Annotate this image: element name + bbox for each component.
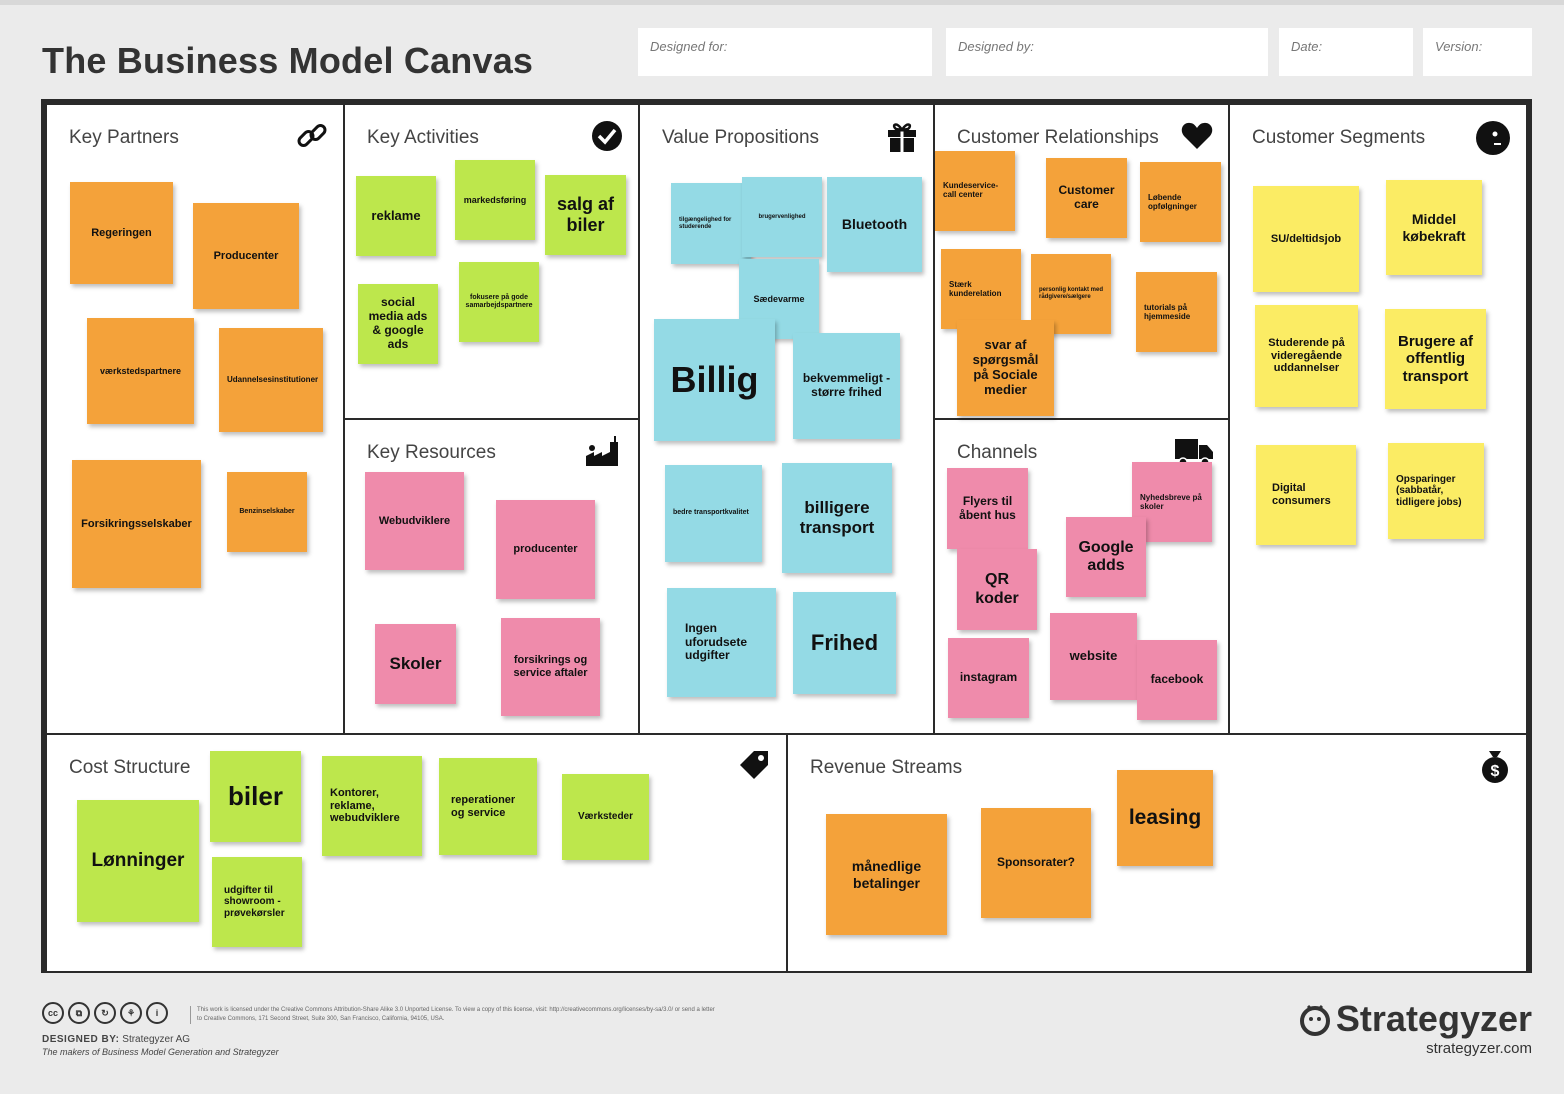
note-maanedlige-betalinger[interactable]: månedlige betalinger (826, 814, 947, 935)
note-tutorials[interactable]: tutorials på hjemmeside (1136, 272, 1217, 352)
checkmark-icon (592, 121, 622, 151)
cc-copy-icon: ⧉ (68, 1002, 90, 1024)
key-resources-title: Key Resources (367, 442, 496, 463)
channels-title: Channels (957, 442, 1038, 463)
designed-by-label: Designed by: (958, 39, 1034, 54)
note-google-adds[interactable]: Google adds (1066, 517, 1146, 597)
note-billigere-transport[interactable]: billigere transport (782, 463, 892, 573)
note-vaerkstedspartnere[interactable]: værkstedspartnere (87, 318, 194, 424)
customer-relationships-title: Customer Relationships (957, 127, 1159, 148)
note-kundeservice[interactable]: Kundeservice- call center (935, 151, 1015, 231)
note-bluetooth[interactable]: Bluetooth (827, 177, 922, 272)
designed-for-field[interactable]: Designed for: (638, 28, 932, 76)
tag-icon (740, 751, 768, 779)
note-biler[interactable]: biler (210, 751, 301, 842)
note-loenninger[interactable]: Lønninger (77, 800, 199, 922)
designed-for-label: Designed for: (650, 39, 728, 54)
note-webudviklere[interactable]: Webudviklere (365, 472, 464, 570)
note-forsikrings-service[interactable]: forsikrings og service aftaler (501, 618, 600, 716)
designed-by-field[interactable]: Designed by: (946, 28, 1268, 76)
note-udannelsesinstitutioner[interactable]: Udannelsesinstitutioner (219, 328, 323, 432)
cost-structure-title: Cost Structure (69, 757, 191, 778)
note-forsikringsselskaber[interactable]: Forsikringsselskaber (72, 460, 201, 588)
note-brugere-offentlig-transport[interactable]: Brugere af offentlig transport (1385, 309, 1486, 409)
note-social-media-ads[interactable]: social media ads & google ads (358, 284, 438, 364)
makers-tagline: The makers of Business Model Generation … (42, 1047, 279, 1057)
cc-attribution-icon: i (146, 1002, 168, 1024)
money-bag-icon: $ (1482, 751, 1508, 783)
note-instagram[interactable]: instagram (948, 638, 1029, 718)
note-skoler[interactable]: Skoler (375, 624, 456, 704)
note-vaerksteder[interactable]: Værksteder (562, 774, 649, 860)
strategyzer-logo: Strategyzer (1298, 998, 1532, 1040)
cc-icon: cc (42, 1002, 64, 1024)
note-kontorer[interactable]: Kontorer, reklame, webudviklere (322, 756, 422, 856)
key-activities-title: Key Activities (367, 127, 479, 148)
page-title: The Business Model Canvas (42, 40, 534, 81)
note-staerk-kunderelation[interactable]: Stærk kunderelation (941, 249, 1021, 329)
note-udgifter-showroom[interactable]: udgifter til showroom - prøvekørsler (212, 857, 302, 947)
license-text: This work is licensed under the Creative… (190, 1006, 717, 1024)
note-su-deltidsjob[interactable]: SU/deltidsjob (1253, 186, 1359, 292)
note-sponsorater[interactable]: Sponsorater? (981, 808, 1091, 918)
creative-commons-icons: cc ⧉ ↻ ⚘ i (42, 1002, 168, 1024)
cc-share-icon: ⚘ (120, 1002, 142, 1024)
note-digital-consumers[interactable]: Digital consumers (1256, 445, 1356, 545)
note-salg-af-biler[interactable]: salg af biler (545, 175, 626, 255)
designed-by-credit-label: DESIGNED BY: (42, 1034, 120, 1045)
note-qr-koder[interactable]: QR koder (957, 549, 1037, 630)
note-markedsfoering[interactable]: markedsføring (455, 160, 535, 240)
note-ingen-uforudsete-udgifter[interactable]: Ingen uforudsete udgifter (667, 588, 776, 697)
note-facebook[interactable]: facebook (1137, 640, 1217, 720)
strategyzer-url[interactable]: strategyzer.com (1426, 1040, 1532, 1057)
note-brugervenlighed[interactable]: brugervenlighed (742, 177, 822, 257)
heart-icon (1181, 122, 1213, 149)
note-flyers[interactable]: Flyers til åbent hus (947, 468, 1028, 549)
version-field[interactable]: Version: (1423, 28, 1532, 76)
note-bedre-transportkvalitet[interactable]: bedre transportkvalitet (665, 465, 762, 562)
note-benzinselskaber[interactable]: Benzinselskaber (227, 472, 307, 552)
version-label: Version: (1435, 39, 1483, 54)
cc-remix-icon: ↻ (94, 1002, 116, 1024)
note-bekvemmeligt[interactable]: bekvemmeligt - større frihed (793, 333, 900, 439)
note-billig[interactable]: Billig (654, 319, 775, 441)
designed-by-credit: DESIGNED BY: Strategyzer AG (42, 1034, 190, 1045)
note-reperationer[interactable]: reperationer og service (439, 758, 537, 855)
factory-icon (586, 436, 618, 466)
note-frihed[interactable]: Frihed (793, 592, 896, 694)
note-customer-care[interactable]: Customer care (1046, 158, 1127, 238)
note-svar-sociale-medier[interactable]: svar af spørgsmål på Sociale medier (957, 320, 1054, 416)
designed-by-credit-value: Strategyzer AG (122, 1034, 191, 1045)
note-leasing[interactable]: leasing (1117, 770, 1213, 866)
gift-icon (888, 123, 916, 152)
note-regeringen[interactable]: Regeringen (70, 182, 173, 284)
face-icon (1476, 121, 1510, 155)
note-opsparinger[interactable]: Opsparinger (sabbatår, tidligere jobs) (1388, 443, 1484, 539)
note-studerende-videregaaende[interactable]: Studerende på videregående uddannelser (1255, 305, 1358, 407)
strategyzer-mark-icon (1299, 1004, 1330, 1036)
note-reklame[interactable]: reklame (356, 176, 436, 256)
note-fokusere-samarbejdspartnere[interactable]: fokusere på gode samarbejdspartnere (459, 262, 539, 342)
key-partners-title: Key Partners (69, 127, 179, 148)
note-website[interactable]: website (1050, 613, 1137, 700)
link-icon (297, 124, 327, 147)
strategyzer-wordmark: Strategyzer (1335, 998, 1532, 1039)
date-label: Date: (1291, 39, 1323, 54)
note-tilgaengelighed[interactable]: tilgængelighed for studerende (671, 183, 751, 264)
note-producenter-resource[interactable]: producenter (496, 500, 595, 599)
svg-text:$: $ (1491, 763, 1500, 780)
note-middel-koebekraft[interactable]: Middel købekraft (1386, 180, 1482, 275)
top-strip (0, 0, 1564, 5)
key-activities-section: Key Activities (343, 103, 640, 420)
revenue-streams-title: Revenue Streams (810, 757, 963, 778)
note-loebende-opfoelgninger[interactable]: Løbende opfølgninger (1140, 162, 1221, 242)
note-producenter[interactable]: Producenter (193, 203, 299, 309)
date-field[interactable]: Date: (1279, 28, 1413, 76)
value-propositions-title: Value Propositions (662, 127, 820, 148)
customer-segments-title: Customer Segments (1252, 127, 1426, 148)
